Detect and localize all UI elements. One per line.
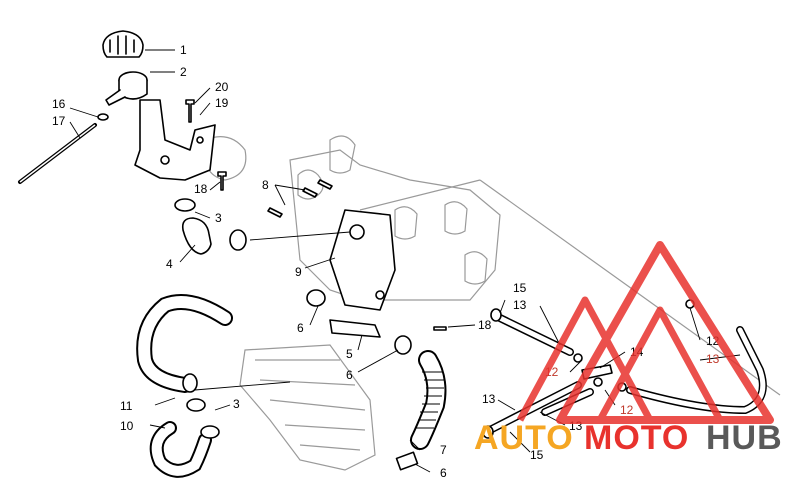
callout-4: 4 [166, 257, 173, 271]
thermostat-housing [329, 209, 396, 311]
hose-end-6 [395, 451, 419, 471]
callout-20: 20 [215, 80, 229, 94]
clamp-12-b [593, 377, 603, 387]
hose-clamp-11 [182, 373, 198, 393]
hose-elbow-4 [181, 217, 212, 255]
tube-13-lower [486, 381, 594, 434]
filler-neck [105, 71, 148, 106]
callout-6-b: 6 [346, 368, 353, 382]
hose-clamp-3-top [174, 198, 196, 212]
watermark-text: AUTO MOTO HUB [474, 419, 783, 457]
callout-3-top: 3 [215, 211, 222, 225]
callout-16: 16 [52, 97, 66, 111]
callout-8: 8 [262, 178, 269, 192]
callout-15-top: 15 [513, 281, 527, 295]
callout-15-bottom: 15 [530, 448, 544, 462]
callout-18-top: 18 [194, 182, 208, 196]
screw-19 [185, 99, 195, 123]
mounting-bracket [134, 99, 216, 181]
callout-13-red: 13 [706, 352, 720, 366]
hose-clamp-6-b [394, 335, 412, 355]
callout-6-c: 6 [440, 466, 447, 480]
callout-17: 17 [52, 114, 66, 128]
tube-end-15-upper [490, 308, 502, 322]
screw-18-top [217, 171, 227, 191]
callout-3-bottom: 3 [233, 397, 240, 411]
filler-cap [102, 30, 144, 58]
watermark-moto: MOTO [584, 419, 689, 457]
fitting-5 [329, 319, 381, 338]
watermark-hub: HUB [706, 419, 783, 457]
callout-18-mid: 18 [478, 318, 492, 332]
callout-12-bottom: 12 [620, 403, 634, 417]
corrugated-hose-7 [410, 350, 447, 450]
callout-19: 19 [215, 96, 229, 110]
watermark-auto: AUTO [474, 419, 574, 457]
callout-9: 9 [295, 265, 302, 279]
callout-13-top: 13 [513, 298, 527, 312]
callout-1: 1 [180, 43, 187, 57]
hose-clamp-6-a [306, 289, 326, 307]
tube-clamp-16 [97, 113, 109, 121]
screw-18-mid [433, 326, 447, 331]
callout-13-left: 13 [482, 392, 496, 406]
callout-6-a: 6 [297, 321, 304, 335]
hose-clamp-3-side [229, 229, 247, 251]
hose-clamp-3-bottom-b [200, 425, 220, 439]
callout-10: 10 [120, 419, 134, 433]
callout-numbers: 1 2 20 19 16 17 8 18 3 4 9 15 13 18 6 5 … [52, 43, 720, 480]
callout-2: 2 [180, 65, 187, 79]
callout-5: 5 [346, 347, 353, 361]
watermark-logo [516, 241, 774, 424]
callout-11: 11 [120, 399, 133, 413]
hose-clamp-3-bottom-a [186, 398, 206, 412]
clamp-12-a [573, 353, 583, 363]
callout-7: 7 [440, 443, 447, 457]
tube-end-15-lower [482, 425, 494, 439]
